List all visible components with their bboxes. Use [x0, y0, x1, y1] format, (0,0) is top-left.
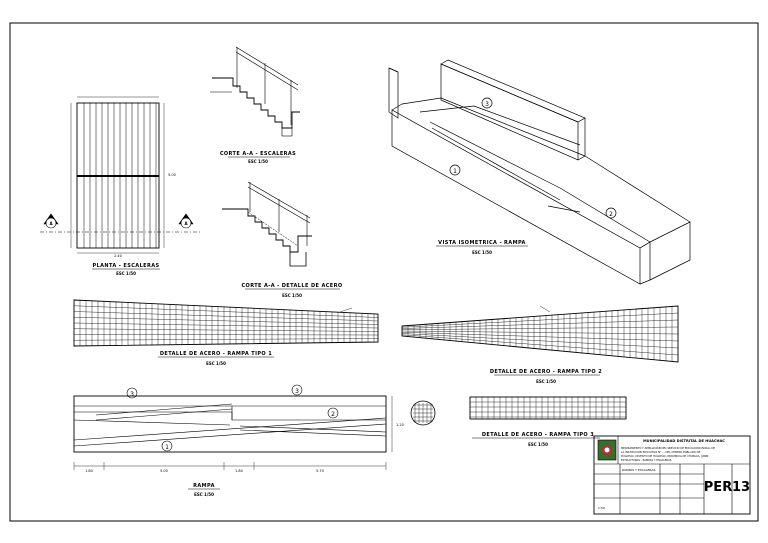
title-block: MUNICIPALIDAD DISTRITAL DE HUACHAC MEJOR… — [593, 435, 751, 515]
section1-scale: ESC 1/50 — [248, 159, 268, 164]
rebar1-title: DETALLE DE ACERO - RAMPA TIPO 1 — [160, 351, 272, 357]
iso-callout-2-label: 2 — [609, 211, 613, 218]
ramp-callout-1-label: 1 — [165, 444, 169, 451]
sheet-code: PER — [704, 480, 732, 495]
rebar2-title: DETALLE DE ACERO - RAMPA TIPO 2 — [490, 369, 602, 375]
plan-title: PLANTA - ESCALERAS — [92, 263, 159, 269]
ramp-scale: ESC 1/50 — [194, 492, 214, 497]
iso-title: VISTA ISOMETRICA - RAMPA — [438, 240, 526, 246]
rebar-type3: DETALLE DE ACERO - RAMPA TIPO 3 ESC 1/50 — [469, 396, 627, 447]
rebar1-grid — [73, 300, 379, 346]
iso-callout-1-label: 1 — [453, 168, 457, 175]
plan-scale: ESC 1/50 — [116, 271, 136, 276]
sheet-number: 13 — [732, 480, 750, 495]
project-line-4: ESTRUCTURAS - RAMPAS Y ESCALERAS — [621, 458, 672, 462]
ramp-circle-grid — [413, 403, 433, 423]
iso-callout-2 — [605, 207, 617, 219]
ramp-elevation: 3 3 2 1 1.80 5.00 1.80 5.70 1.20 RAMPA E… — [73, 384, 436, 497]
project-line-1: MEJORAMIENTO Y AMPLIACION DEL SERVICIO D… — [621, 446, 715, 450]
section2-scale: ESC 1/50 — [282, 293, 302, 298]
rebar2-scale: ESC 1/50 — [536, 379, 556, 384]
ramp-dim-2: 5.00 — [160, 469, 168, 473]
ramp-dim-1: 1.80 — [85, 469, 93, 473]
project-line-2: LA INSTITUCION EDUCATIVA N° ... DEL CENT… — [621, 450, 701, 454]
section-rebar: CORTE A-A - DETALLE DE ACERO ESC 1/50 — [222, 181, 342, 298]
ramp-callout-3a — [126, 387, 138, 399]
ramp-callout-3b — [291, 384, 303, 396]
isometric-view: 3 1 2 VISTA ISOMETRICA - RAMPA ESC 1/50 — [388, 59, 691, 285]
section-mark-right-label: A — [184, 221, 188, 226]
ramp-callout-2-label: 2 — [331, 411, 335, 418]
rebar3-title: DETALLE DE ACERO - RAMPA TIPO 3 — [482, 432, 594, 438]
rebar2-grid — [401, 306, 679, 362]
municipality-logo-icon — [597, 439, 617, 461]
sheet-border — [9, 22, 759, 522]
plan-name: RAMPAS Y ESCALERAS — [622, 468, 655, 472]
ramp-height-dim: 1.20 — [396, 423, 404, 427]
rebar-type2: DETALLE DE ACERO - RAMPA TIPO 2 ESC 1/50 — [401, 305, 679, 384]
section-mark-left-label: A — [49, 221, 53, 226]
ramp-callout-3a-label: 3 — [130, 391, 134, 398]
ramp-callout-2 — [327, 407, 339, 419]
iso-callout-1 — [449, 164, 461, 176]
rebar3-scale: ESC 1/50 — [528, 442, 548, 447]
project-line-3: HUACHAC, DISTRITO DE HUACHAC, PROVINCIA … — [621, 454, 708, 458]
ramp-dim-4: 5.70 — [316, 469, 324, 473]
rebar1-scale: ESC 1/50 — [206, 361, 226, 366]
ramp-title: RAMPA — [193, 483, 215, 489]
section-stairs: CORTE A-A - ESCALERAS ESC 1/50 — [210, 46, 300, 164]
iso-scale: ESC 1/50 — [472, 250, 492, 255]
ramp-callout-3b-label: 3 — [295, 388, 299, 395]
entity-name: MUNICIPALIDAD DISTRITAL DE HUACHAC — [643, 439, 725, 443]
section1-title: CORTE A-A - ESCALERAS — [220, 151, 296, 157]
ramp-dim-3: 1.80 — [235, 469, 243, 473]
plan-width-dim: 2.40 — [114, 254, 122, 258]
plan-view: 2.40 5.00 A A PLANTA - ESCALERAS ESC 1/5… — [40, 96, 200, 276]
iso-callout-3-label: 3 — [485, 101, 489, 108]
rebar3-grid — [470, 397, 626, 419]
plan-height-dim: 5.00 — [168, 173, 176, 177]
ramp-callout-1 — [161, 440, 173, 452]
scale-value: 1:50 — [598, 506, 605, 510]
iso-callout-3 — [481, 97, 493, 109]
rebar-type1: DETALLE DE ACERO - RAMPA TIPO 1 ESC 1/50 — [73, 299, 379, 366]
section2-title: CORTE A-A - DETALLE DE ACERO — [241, 283, 342, 289]
